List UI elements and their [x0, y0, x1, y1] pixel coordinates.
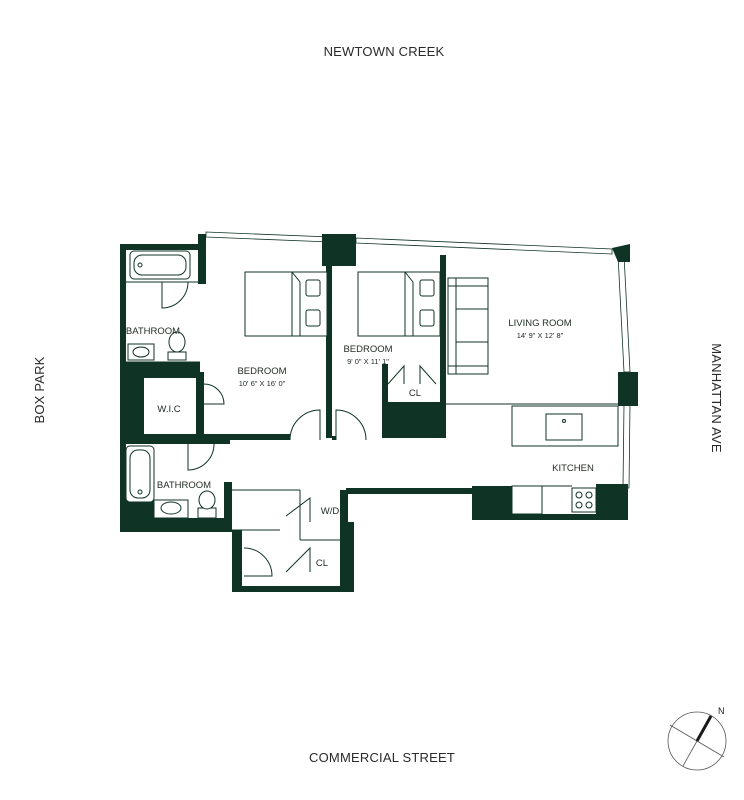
- bath1-fixtures: [127, 250, 191, 361]
- street-label-south: COMMERCIAL STREET: [309, 750, 455, 765]
- bed-second: [357, 271, 441, 337]
- dims-bedroom-1: 10' 6" X 16' 0": [239, 379, 286, 388]
- sofa: [447, 277, 489, 375]
- label-bedroom-2: BEDROOM: [343, 344, 392, 355]
- street-label-east: MANHATTAN AVE: [709, 343, 724, 453]
- compass-north-label: N: [718, 706, 725, 716]
- label-wic: W.I.C: [157, 404, 180, 415]
- bath2-fixtures: [125, 445, 217, 519]
- label-living-room: LIVING ROOM: [508, 318, 571, 329]
- doors: [161, 281, 437, 577]
- windows: [205, 231, 631, 489]
- label-closet-1: CL: [409, 388, 421, 399]
- dims-living-room: 14' 9" X 12' 8": [517, 331, 564, 340]
- label-bedroom-1: BEDROOM: [237, 366, 286, 377]
- label-bathroom-1: BATHROOM: [126, 326, 180, 337]
- kitchen-fixtures: [511, 405, 619, 515]
- street-label-west: BOX PARK: [32, 356, 47, 423]
- label-kitchen: KITCHEN: [552, 463, 594, 474]
- label-wd: W/D: [321, 506, 340, 517]
- compass: N: [667, 706, 727, 771]
- dims-bedroom-2: 9' 0" X 11' 1": [347, 357, 389, 366]
- label-closet-2: CL: [316, 558, 328, 569]
- bed-master: [244, 271, 328, 337]
- street-label-north: NEWTOWN CREEK: [324, 44, 445, 59]
- label-bathroom-2: BATHROOM: [157, 480, 211, 491]
